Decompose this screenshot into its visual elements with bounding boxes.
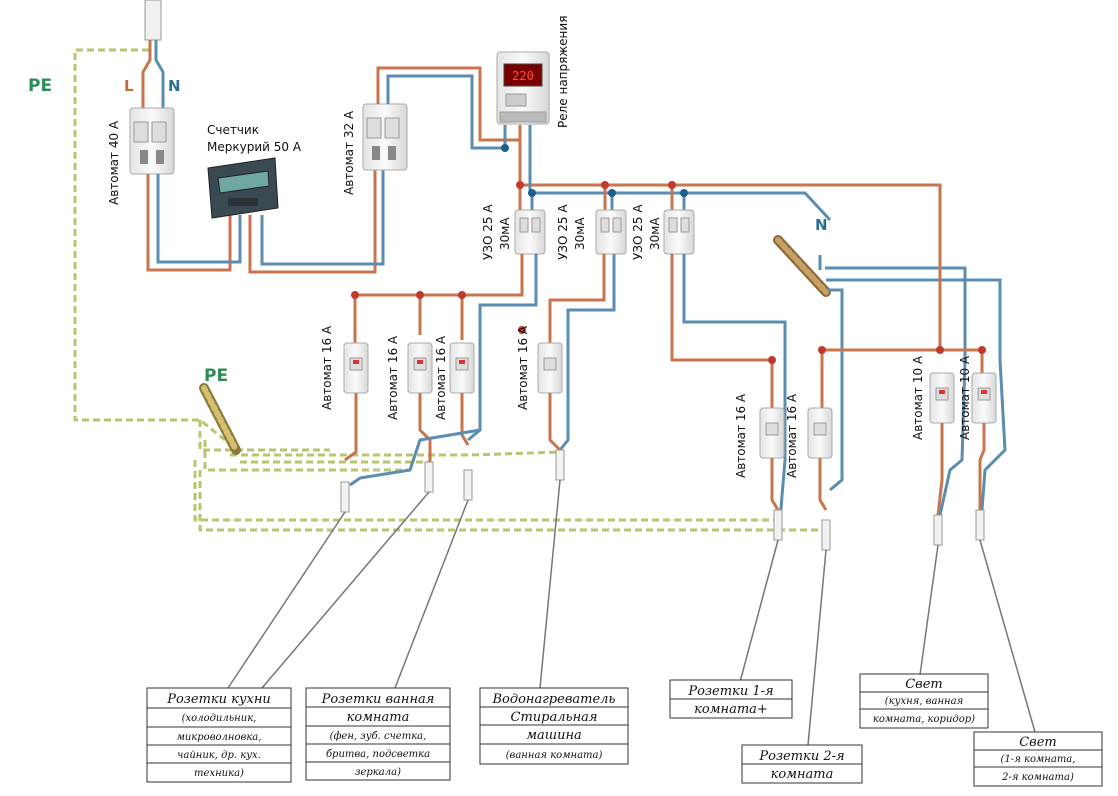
box-heater: Водонагреватель Стиральная машина (ванна… (479, 687, 629, 765)
pe-bus-bar (199, 383, 241, 455)
meter-mercury (207, 157, 279, 219)
uzo3-label-2: 30мА (648, 217, 662, 250)
breaker-10a-2 (971, 372, 997, 424)
rcd2-wires (548, 254, 616, 451)
meter-label-2: Меркурий 50 А (207, 140, 302, 154)
kitchen-line-3: чайник, др. кух. (177, 750, 261, 761)
breaker-32a (362, 103, 408, 171)
light2-title: Свет (1019, 735, 1057, 750)
breaker-16a-4 (537, 342, 563, 394)
avt16-label-b: Автомат 16 А (386, 335, 400, 420)
rcd1-wires (353, 254, 538, 442)
n-bus-label: N (815, 216, 828, 234)
light1-title: Свет (905, 677, 943, 692)
box-light2: Свет (1-я комната, 2-я комната) (973, 731, 1103, 787)
l-label: L (124, 77, 134, 95)
box-room2: Розетки 2-я комната (741, 744, 863, 784)
incoming-cable (141, 0, 165, 108)
outlet-wires (344, 359, 1007, 516)
meter-label-1: Счетчик (207, 123, 259, 137)
relay-label: Реле напряжения (556, 16, 570, 128)
n-bus-bar (773, 235, 831, 297)
uzo2-label-1: УЗО 25 А (556, 204, 570, 260)
breaker-16a-2 (407, 342, 433, 394)
heater-title-1: Водонагреватель (491, 692, 615, 707)
breaker-16a-3 (449, 342, 475, 394)
bus-junctions (501, 144, 688, 197)
breaker-40a (129, 107, 175, 175)
bath-title-2: комната (347, 710, 410, 725)
room1-title-2: комната+ (694, 702, 768, 717)
feed-wires (146, 170, 385, 274)
bath-line-1: (фен, зуб. счетка, (330, 731, 427, 742)
avt16-label-c: Автомат 16 А (434, 335, 448, 420)
pe-wires (73, 40, 830, 532)
box-kitchen: Розетки кухни (холодильник, микроволновк… (146, 687, 292, 783)
light2-line-1: (1-я комната, (1001, 754, 1076, 765)
n-bus-wires (820, 185, 1002, 492)
avt16-label-d: Автомат 16 А (516, 325, 530, 410)
avt40-label: Автомат 40 А (107, 120, 121, 205)
rcd3-wires (670, 254, 824, 521)
avt16-label-a: Автомат 16 А (320, 325, 334, 410)
kitchen-line-4: техника) (194, 768, 244, 779)
kitchen-line-1: (холодильник, (182, 713, 257, 724)
breaker-16a-1 (343, 342, 369, 394)
avt32-label: Автомат 32 А (342, 110, 356, 195)
bath-title-1: Розетки ванная (321, 692, 435, 707)
heater-line-1: (ванная комната) (506, 750, 603, 761)
pe-bus-label: PE (204, 366, 228, 386)
rcd-1 (514, 209, 546, 255)
bath-line-3: зеркала) (355, 767, 401, 778)
pointer-lines (227, 479, 1036, 746)
heater-title-2: Стиральная (511, 710, 598, 725)
uzo1-label-1: УЗО 25 А (481, 204, 495, 260)
uzo3-label-1: УЗО 25 А (631, 204, 645, 260)
pe-top-label: PE (28, 76, 52, 96)
voltage-relay: 220 (496, 51, 550, 125)
kitchen-title: Розетки кухни (166, 692, 271, 707)
heater-title-3: машина (526, 728, 582, 743)
light1-line-2: комната, коридор) (873, 714, 975, 725)
room2-title-2: комната (771, 767, 834, 782)
svg-text:220: 220 (512, 69, 534, 83)
rcd-3 (663, 209, 695, 255)
kitchen-line-2: микроволновка, (177, 732, 262, 743)
room2-title-1: Розетки 2-я (758, 749, 844, 764)
avt16-label-e: Автомат 16 А (734, 393, 748, 478)
n-top-label: N (168, 77, 181, 95)
box-room1: Розетки 1-я комната+ (669, 679, 793, 719)
box-light1: Свет (кухня, ванная комната, коридор) (859, 673, 989, 729)
avt10-label-b: Автомат 10 А (958, 355, 972, 440)
uzo2-label-2: 30мА (573, 217, 587, 250)
bath-line-2: бритва, подсветка (326, 749, 430, 760)
breaker-16a-5 (759, 407, 785, 459)
room1-title-1: Розетки 1-я (687, 684, 773, 699)
text-labels: PE L N Автомат 40 А Счетчик Меркурий 50 … (28, 16, 972, 478)
avt16-label-f: Автомат 16 А (785, 393, 799, 478)
light1-line-1: (кухня, ванная (885, 696, 963, 707)
breaker-16a-6 (807, 407, 833, 459)
breaker-10a-1 (929, 372, 955, 424)
rcd-2 (595, 209, 627, 255)
avt10-label-a: Автомат 10 А (911, 355, 925, 440)
uzo1-label-2: 30мА (498, 217, 512, 250)
light2-line-2: 2-я комната) (1001, 772, 1074, 783)
cable-ends (340, 449, 985, 551)
feed-junctions (351, 291, 986, 364)
box-bath: Розетки ванная комната (фен, зуб. счетка… (305, 687, 451, 781)
